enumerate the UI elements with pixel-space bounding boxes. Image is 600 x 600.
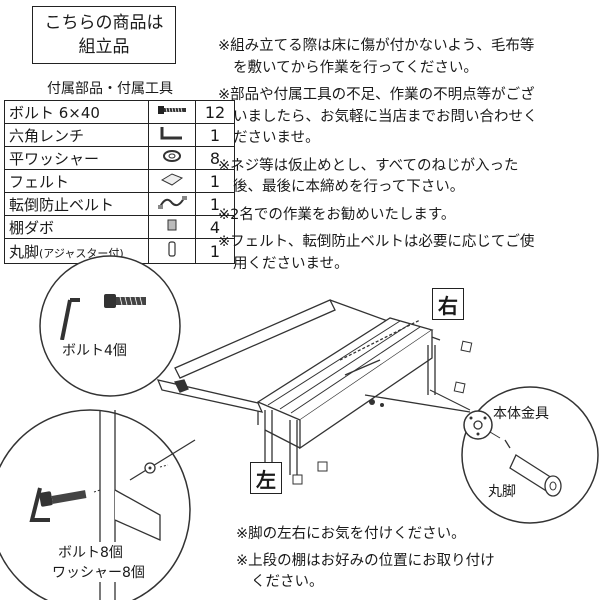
part-name: ボルト 6×40 — [4, 100, 149, 124]
body-bracket-label: 本体金具 — [493, 406, 549, 422]
round-leg-label: 丸脚 — [488, 484, 516, 500]
assembly-notice-line2: 組立品 — [78, 37, 130, 57]
part-name: 平ワッシャー — [4, 146, 149, 170]
table-row: フェルト 1 — [4, 169, 235, 193]
notes: ※組み立てる際は床に傷が付かないよう、毛布等 を敷いてから作業を行ってください。… — [218, 36, 598, 281]
note-line: ※組み立てる際は床に傷が付かないよう、毛布等 — [218, 38, 535, 54]
round-leg-icon — [148, 238, 196, 264]
callout-bolt-8: ボルト8個 — [58, 542, 123, 562]
note-line: いましたら、お気軽に当店までお問い合わせく — [233, 108, 538, 125]
part-qty: 1 — [195, 123, 235, 147]
parts-heading: 付属部品・付属工具 — [47, 81, 173, 97]
bottom-notes: ※脚の左右にお気を付けください。 ※上段の棚はお好みの位置にお取り付け ください… — [236, 524, 596, 599]
note-line: 後、最後に本締めを行って下さい。 — [233, 179, 465, 195]
part-qty: 1 — [195, 238, 235, 264]
note-item: ※脚の左右にお気を付けください。 — [236, 524, 596, 545]
part-name-main: 丸脚 — [9, 242, 40, 261]
note-line: ※脚の左右にお気を付けください。 — [236, 526, 466, 542]
callout-washer-8: ワッシャー8個 — [52, 562, 145, 582]
note-line: ください。 — [251, 574, 324, 590]
note-item: ※2名での作業をお勧めいたします。 — [218, 205, 598, 227]
shelf-dowel-icon — [148, 215, 196, 239]
felt-pad-icon — [148, 169, 196, 193]
callout-bolt-4: ボルト4個 — [62, 340, 127, 360]
part-qty: 4 — [195, 215, 235, 239]
note-line: ※2名での作業をお勧めいたします。 — [218, 206, 456, 223]
left-side-label: 左 — [250, 462, 282, 494]
parts-table: ボルト 6×40 12 六角レンチ 1 平ワッシャー 8 フェルト 1 転倒防止… — [4, 100, 235, 264]
note-line: ださいませ。 — [233, 130, 320, 146]
note-line: 用くださいませ。 — [233, 255, 349, 272]
table-row: ボルト 6×40 12 — [4, 100, 235, 124]
note-line: を敷いてから作業を行ってください。 — [233, 59, 478, 76]
note-item: ※組み立てる際は床に傷が付かないよう、毛布等 を敷いてから作業を行ってください。 — [218, 36, 598, 79]
note-line: ※上段の棚はお好みの位置にお取り付け — [236, 553, 495, 569]
assembly-notice-line1: こちらの商品は — [44, 13, 164, 33]
note-line: ※部品や付属工具の不足、作業の不明点等がござ — [218, 87, 535, 103]
note-line: ※フェルト、転倒防止ベルトは必要に応じてご使 — [218, 234, 535, 250]
note-item: ※ネジ等は仮止めとし、すべてのねじが入った 後、最後に本締めを行って下さい。 — [218, 156, 598, 199]
note-line: ※ネジ等は仮止めとし、すべてのねじが入った — [218, 157, 519, 174]
note-item: ※部品や付属工具の不足、作業の不明点等がござ いましたら、お気軽に当店までお問い… — [218, 85, 598, 150]
note-item: ※上段の棚はお好みの位置にお取り付け ください。 — [236, 551, 596, 593]
table-row: 平ワッシャー 8 — [4, 146, 235, 170]
assembly-notice-box: こちらの商品は 組立品 — [32, 6, 176, 64]
right-side-label: 右 — [432, 288, 464, 320]
part-qty: 8 — [195, 146, 235, 170]
note-item: ※フェルト、転倒防止ベルトは必要に応じてご使 用くださいませ。 — [218, 232, 598, 275]
